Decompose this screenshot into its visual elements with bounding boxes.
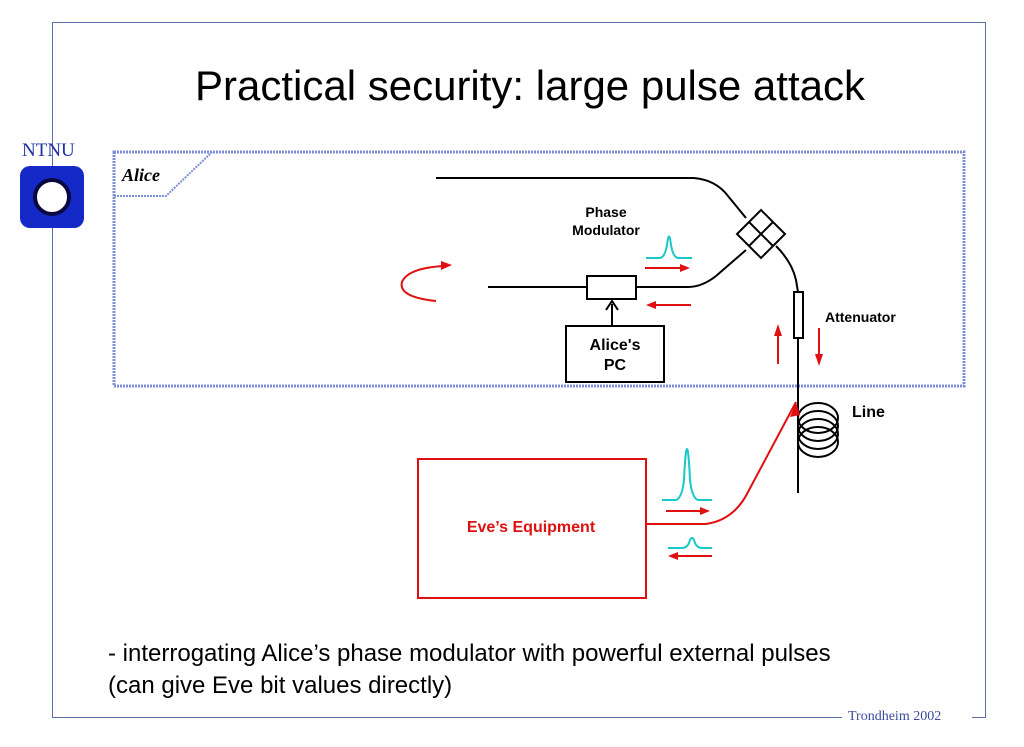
frame-bottom-border [52, 717, 842, 718]
bullet-line-2: (can give Eve bit values directly) [108, 672, 453, 699]
phase-modulator-label-line1: Phase [585, 204, 626, 220]
bs-to-modulator-fiber [636, 249, 747, 288]
eve-outgoing-arrow-icon [666, 507, 710, 515]
pc-control-arrow-icon [605, 299, 619, 311]
reflection-loop [400, 265, 445, 302]
frame-left-border [52, 22, 53, 718]
line-label: Line [852, 404, 885, 421]
eve-equipment-label: Eve’s Equipment [467, 519, 596, 536]
eve-equipment-box [417, 458, 647, 599]
attenuator-label: Attenuator [825, 309, 896, 325]
logo-text: NTNU [22, 140, 75, 161]
fiber-coil-icon [797, 402, 839, 458]
ntnu-logo-icon [20, 166, 84, 228]
reflected-pulse-icon [668, 537, 712, 549]
alices-pc-label-line2: PC [604, 357, 627, 374]
alice-tab [114, 151, 213, 197]
eve-fiber [646, 401, 797, 525]
alices-pc-box [565, 325, 665, 383]
large-pulse-icon [662, 448, 712, 501]
eve-incoming-arrow-icon [668, 552, 712, 560]
slide-title: Practical security: large pulse attack [195, 62, 865, 109]
up-arrow-icon [774, 324, 782, 364]
forward-arrow-icon [645, 264, 690, 272]
logo-circle [33, 178, 71, 216]
phase-modulator [586, 275, 637, 300]
footer-text: Trondheim 2002 [848, 709, 942, 724]
eve-fiber-arrow-icon [790, 402, 800, 417]
bullet-line-1: - interrogating Alice’s phase modulator … [108, 640, 831, 667]
frame-top-border [52, 22, 986, 23]
frame-right-border [985, 22, 986, 718]
bullet-text: - interrogating Alice’s phase modulator … [108, 638, 988, 702]
frame-bottom-border-end [972, 717, 986, 718]
phase-pulse-icon [646, 235, 692, 259]
reflection-loop-arrow-icon [441, 261, 452, 270]
down-arrow-icon [815, 328, 823, 366]
bs-to-attenuator-fiber [775, 245, 799, 293]
phase-modulator-label-line2: Modulator [572, 222, 640, 238]
alices-pc-label-line1: Alice's [590, 337, 641, 354]
alice-label: Alice [121, 165, 160, 185]
top-fiber [436, 177, 747, 219]
alice-box [112, 150, 966, 388]
beam-splitter-icon [735, 208, 787, 260]
attenuator [793, 291, 804, 339]
backward-arrow-icon [646, 301, 691, 309]
